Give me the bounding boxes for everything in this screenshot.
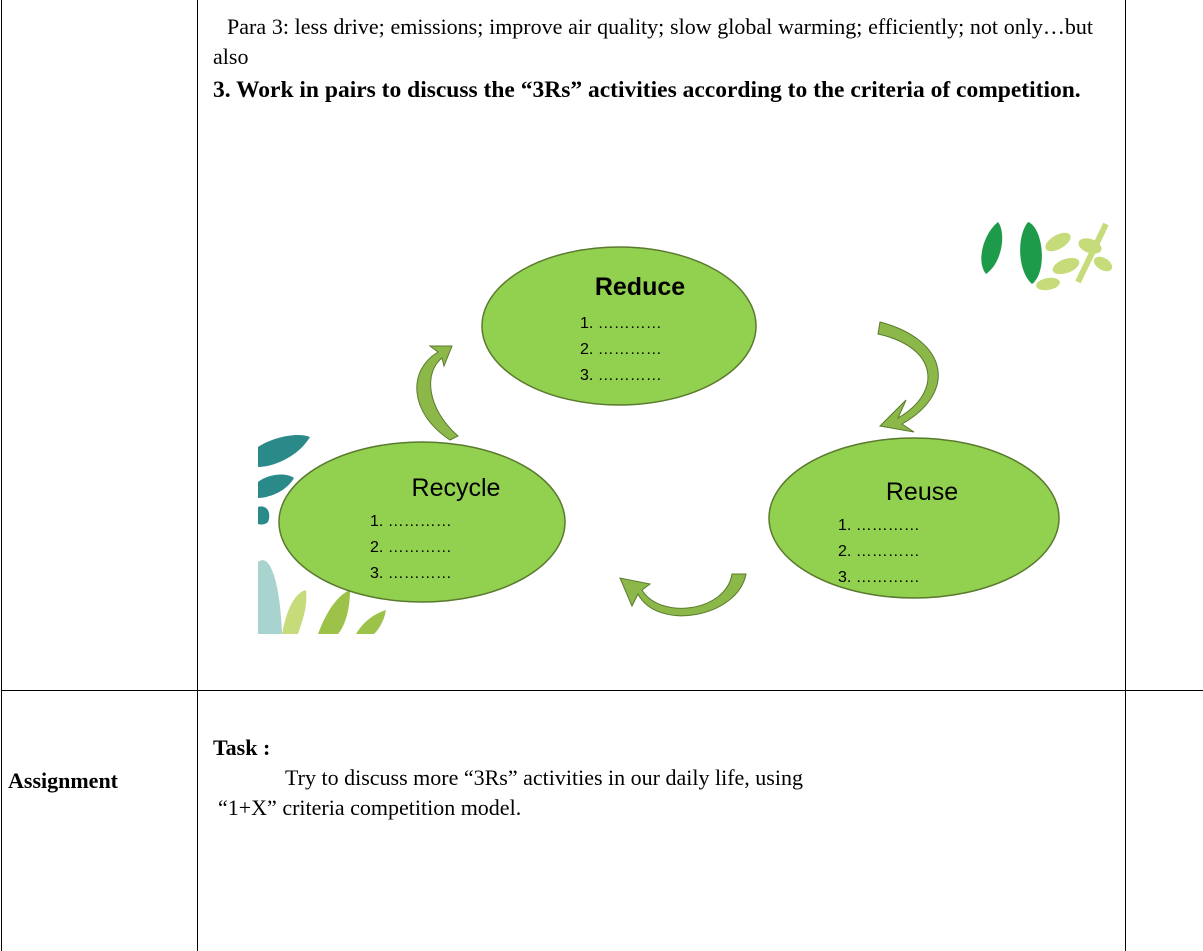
task-line-1: Try to discuss more “3Rs” activities in … [285, 765, 803, 790]
assignment-task: Task : Try to discuss more “3Rs” activit… [213, 733, 1093, 823]
reuse-item-1: 1. ………… [838, 517, 920, 534]
table-divider-label-column [197, 0, 198, 951]
reduce-title: Reduce [595, 273, 685, 301]
table-divider-notes-column [1125, 0, 1126, 951]
leaf-decoration-top-right-icon [981, 222, 1113, 291]
recycle-node: Recycle 1. ………… 2. ………… 3. ………… [278, 441, 566, 603]
para-3-notes: Para 3: less drive; emissions; improve a… [213, 14, 1093, 69]
leaf-decoration-bottom-left-icon [258, 435, 386, 634]
assignment-label: Assignment [8, 768, 119, 793]
recycle-item-3: 3. ………… [370, 565, 452, 582]
reuse-title: Reuse [886, 478, 958, 506]
reduce-item-2: 2. ………… [580, 341, 662, 358]
reuse-item-2: 2. ………… [838, 543, 920, 560]
recycle-item-2: 2. ………… [370, 539, 452, 556]
reduce-item-3: 3. ………… [580, 367, 662, 384]
reuse-item-3: 3. ………… [838, 569, 920, 586]
cycle-arrow-reduce-to-reuse-icon [877, 321, 939, 433]
table-border-left [1, 0, 2, 951]
task-title: Task : [213, 735, 271, 760]
recycle-title: Recycle [412, 474, 501, 502]
step-3-heading: 3. Work in pairs to discuss the “3Rs” ac… [213, 77, 1081, 103]
recycle-item-1: 1. ………… [370, 513, 452, 530]
reuse-node: Reuse 1. ………… 2. ………… 3. ………… [768, 437, 1060, 599]
cycle-arrow-reuse-to-recycle-icon [619, 573, 747, 617]
reduce-node: Reduce 1. ………… 2. ………… 3. ………… [481, 246, 757, 406]
task-line-2: “1+X” criteria competition model. [218, 795, 522, 820]
table-row-divider [1, 690, 1203, 691]
cycle-arrow-recycle-to-reduce-icon [416, 345, 459, 441]
lesson-content: Para 3: less drive; emissions; improve a… [213, 12, 1093, 106]
reduce-item-1: 1. ………… [580, 315, 662, 332]
3rs-cycle-diagram: Reduce 1. ………… 2. ………… 3. ………… Recycle 1… [258, 222, 1113, 634]
